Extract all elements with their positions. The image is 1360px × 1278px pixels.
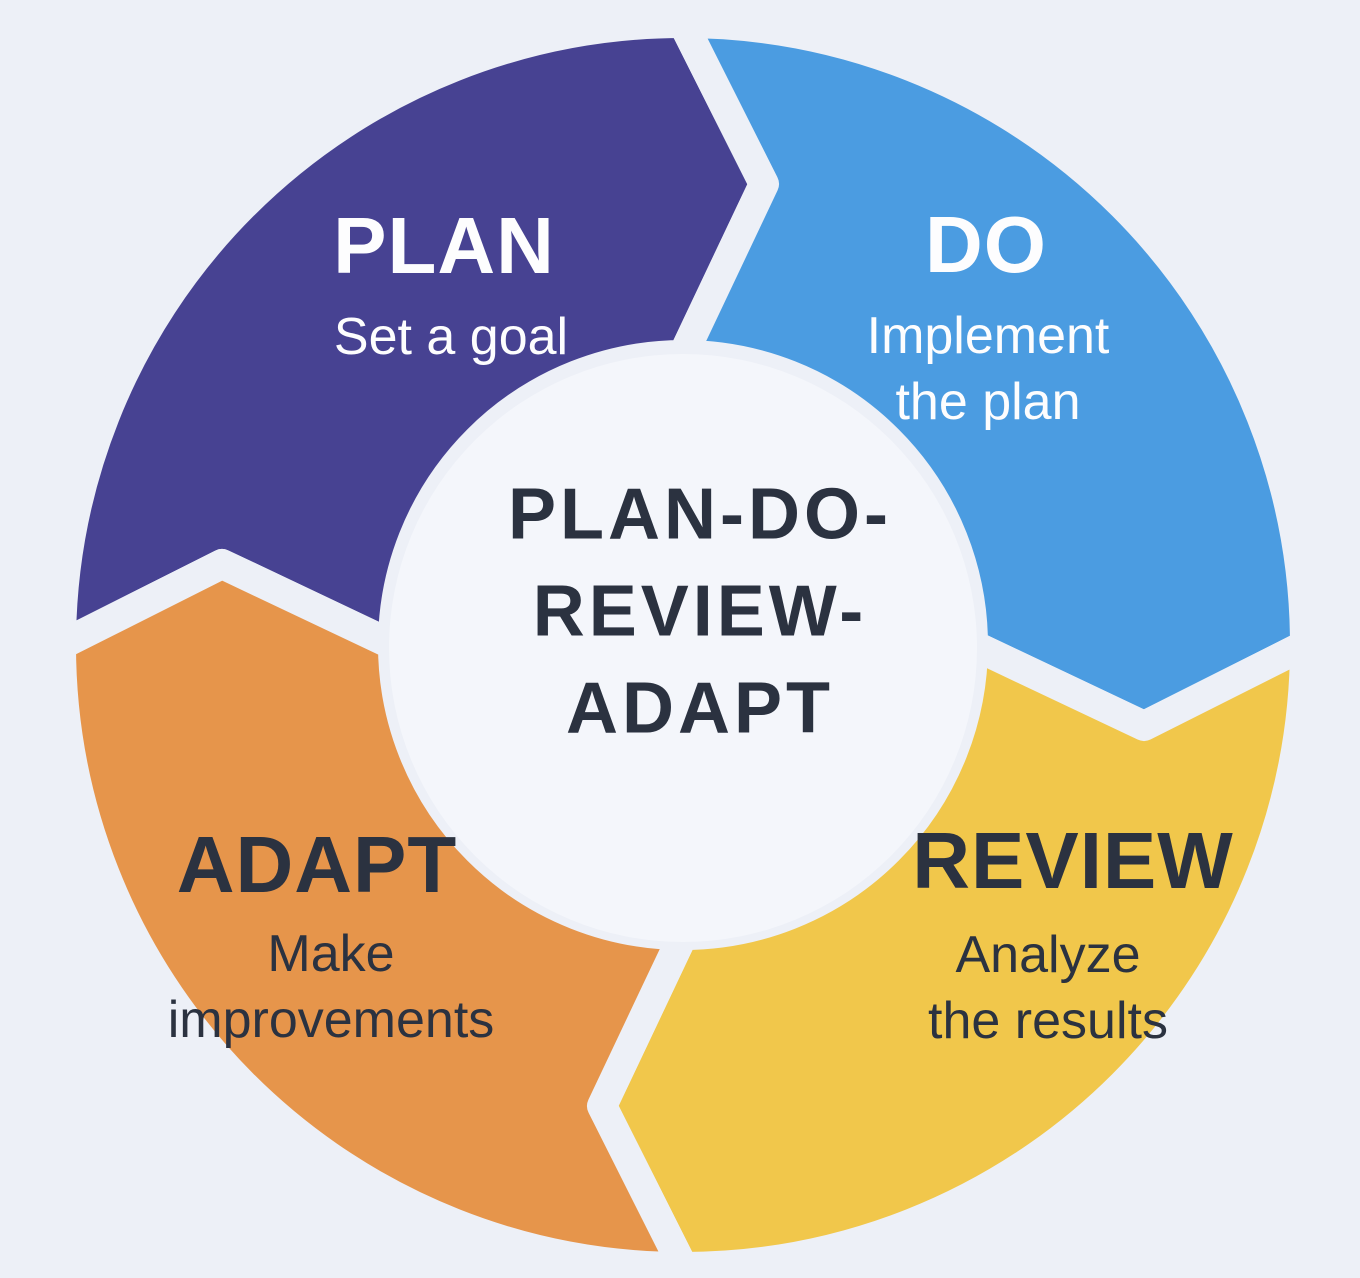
- do-subtitle: Implement the plan: [867, 303, 1110, 435]
- center-title-line-2: REVIEW-: [532, 571, 868, 652]
- review-subtitle: Analyze the results: [928, 922, 1168, 1054]
- plan-label: PLAN: [333, 201, 555, 290]
- center-circle: [389, 354, 977, 942]
- plan-subtitle: Set a goal: [333, 308, 569, 366]
- review-subtitle-line-2: the results: [928, 992, 1168, 1050]
- center-title-line-1: PLAN-DO-: [508, 474, 892, 555]
- adapt-label: ADAPT: [176, 820, 458, 909]
- adapt-subtitle-line-2: improvements: [167, 991, 495, 1049]
- do-label: DO: [925, 200, 1047, 289]
- review-label: REVIEW: [912, 816, 1234, 905]
- center-title-line-3: ADAPT: [565, 668, 834, 749]
- do-subtitle-line-2: the plan: [895, 373, 1081, 431]
- review-subtitle-line-1: Analyze: [955, 926, 1141, 984]
- adapt-subtitle: Make improvements: [168, 921, 495, 1053]
- center-title: PLAN-DO- REVIEW- ADAPT: [508, 467, 892, 758]
- adapt-subtitle-line-1: Make: [267, 925, 395, 983]
- do-subtitle-line-1: Implement: [866, 307, 1110, 365]
